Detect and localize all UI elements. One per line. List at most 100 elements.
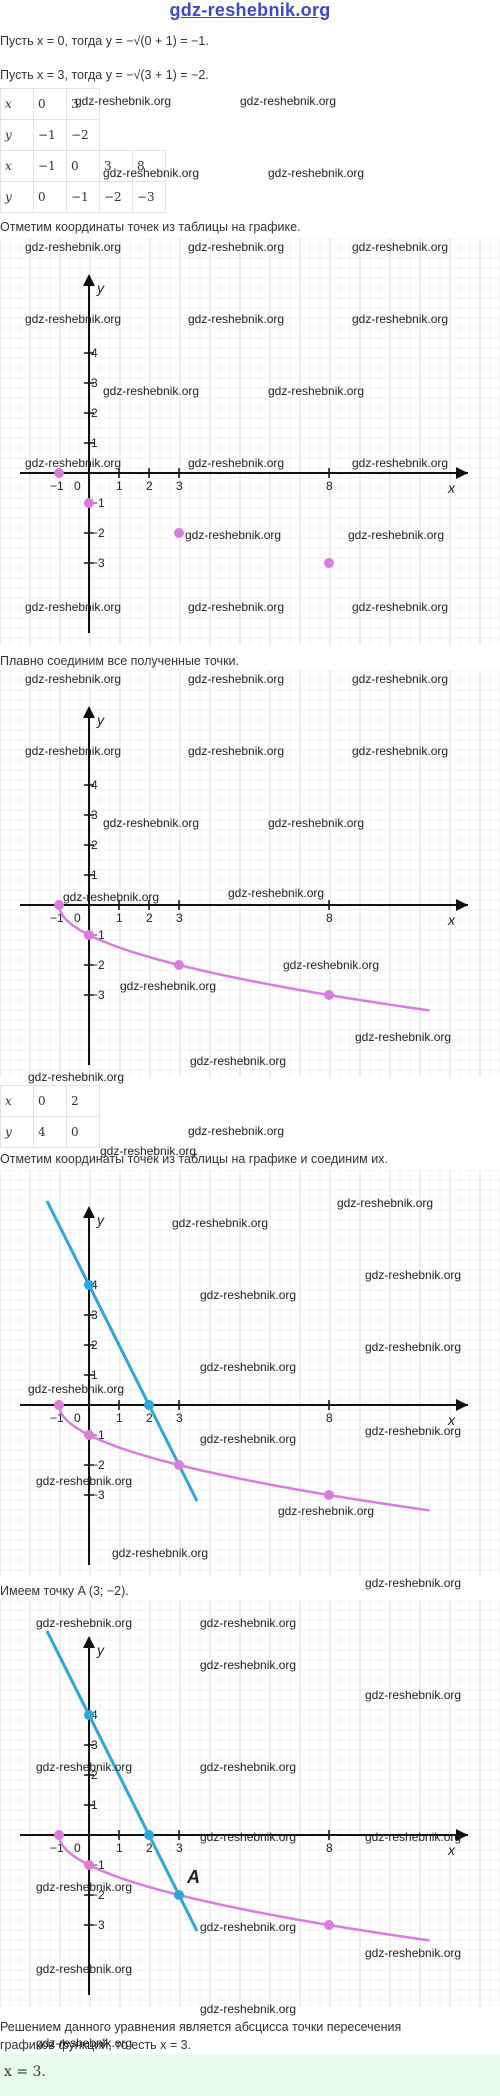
watermark: gdz-reshebnik.org [283,958,380,972]
data-point [54,468,64,478]
data-point [174,1890,184,1900]
watermark: gdz-reshebnik.org [228,886,325,900]
y-axis-arrow [83,1206,95,1218]
x-tick-label: 3 [176,1841,183,1855]
x-axis-arrow [456,467,468,479]
y-axis-label: y [96,712,105,728]
data-point [174,528,184,538]
x-tick-label: −1 [50,911,64,925]
watermark: gdz-reshebnik.org [188,456,285,470]
origin-label: 0 [74,1841,81,1855]
watermark: gdz-reshebnik.org [268,816,365,830]
text-x0: Пусть x = 0, тогда y = −√(0 + 1) = −1. [0,34,209,48]
watermark: gdz-reshebnik.org [100,1144,197,1158]
y-axis-label: y [96,1212,105,1228]
watermark: gdz-reshebnik.org [36,1760,133,1774]
watermark: gdz-reshebnik.org [112,1546,209,1560]
y-tick-label: −2 [91,1888,105,1902]
x-tick-label: 8 [326,1841,333,1855]
curve-sqrt [57,1404,430,1512]
data-point [54,900,64,910]
data-point [144,1400,154,1410]
data-point [54,1830,64,1840]
x-tick-label: 1 [116,1411,123,1425]
data-point [324,1490,334,1500]
watermark: gdz-reshebnik.org [352,456,449,470]
y-axis-arrow [83,706,95,718]
watermark: gdz-reshebnik.org [200,1658,297,1672]
y-axis-label: y [96,1642,105,1658]
intersection-label: A [186,1867,200,1887]
text-mark-line: Отметим координаты точек из таблицы на г… [0,1152,388,1166]
watermark: gdz-reshebnik.org [200,1830,297,1844]
watermark: gdz-reshebnik.org [36,1962,133,1976]
x-tick-label: −1 [50,479,64,493]
y-tick-label: −1 [91,496,105,510]
answer-text: x = 3. [4,2064,46,2080]
site-title[interactable]: gdz-reshebnik.org [169,0,331,20]
watermark: gdz-reshebnik.org [120,979,217,993]
watermark: gdz-reshebnik.org [188,744,285,758]
y-tick-label: 1 [91,1368,98,1382]
watermark: gdz-reshebnik.org [188,672,285,686]
watermark: gdz-reshebnik.org [36,1616,133,1630]
data-point [84,1280,94,1290]
y-tick-label: 2 [91,406,98,420]
x-tick-label: 3 [176,911,183,925]
watermark: gdz-reshebnik.org [365,1946,462,1960]
watermark: gdz-reshebnik.org [36,1880,133,1894]
site-header[interactable]: gdz-reshebnik.org [0,0,500,21]
data-point [174,1460,184,1470]
x-tick-label: 1 [116,1841,123,1855]
y-axis-label: y [96,280,105,296]
x-tick-label: 8 [326,479,333,493]
y-tick-label: −3 [91,1918,105,1932]
watermark: gdz-reshebnik.org [25,240,122,254]
y-tick-label: 3 [91,376,98,390]
y-tick-label: 2 [91,1768,98,1782]
y-tick-label: −3 [91,1488,105,1502]
watermark: gdz-reshebnik.org [63,890,160,904]
watermark: gdz-reshebnik.org [185,528,282,542]
watermark: gdz-reshebnik.org [103,384,200,398]
x-tick-label: 2 [146,1841,153,1855]
line-linear [45,1200,199,1502]
y-tick-label: −3 [91,988,105,1002]
origin-label: 0 [74,479,81,493]
x-axis-arrow [456,1399,468,1411]
y-axis-arrow [83,1636,95,1648]
watermark: gdz-reshebnik.org [188,1124,285,1138]
watermark: gdz-reshebnik.org [200,1920,297,1934]
x-tick-label: −1 [50,1411,64,1425]
y-tick-label: 3 [91,808,98,822]
y-tick-label: −3 [91,556,105,570]
text-mark-points: Отметим координаты точек из таблицы на г… [0,220,301,234]
watermark: gdz-reshebnik.org [352,240,449,254]
y-tick-label: 1 [91,436,98,450]
watermark: gdz-reshebnik.org [172,1216,269,1230]
watermark: gdz-reshebnik.org [188,240,285,254]
x-tick-label: 8 [326,1411,333,1425]
watermark: gdz-reshebnik.org [103,166,200,180]
data-point [84,1860,94,1870]
y-axis-arrow [83,274,95,286]
y-tick-label: 4 [91,346,98,360]
x-axis-arrow [456,1829,468,1841]
watermark: gdz-reshebnik.org [36,2036,133,2050]
watermark: gdz-reshebnik.org [352,744,449,758]
watermark: gdz-reshebnik.org [365,1688,462,1702]
watermark: gdz-reshebnik.org [240,94,337,108]
text-conclusion-2: графиков функций, то есть x = 3. [0,2038,192,2052]
watermark: gdz-reshebnik.org [25,672,122,686]
data-point [324,558,334,568]
watermark: gdz-reshebnik.org [268,166,365,180]
x-tick-label: 1 [116,479,123,493]
text-x3: Пусть x = 3, тогда y = −√(3 + 1) = −2. [0,68,209,82]
y-tick-label: 2 [91,838,98,852]
